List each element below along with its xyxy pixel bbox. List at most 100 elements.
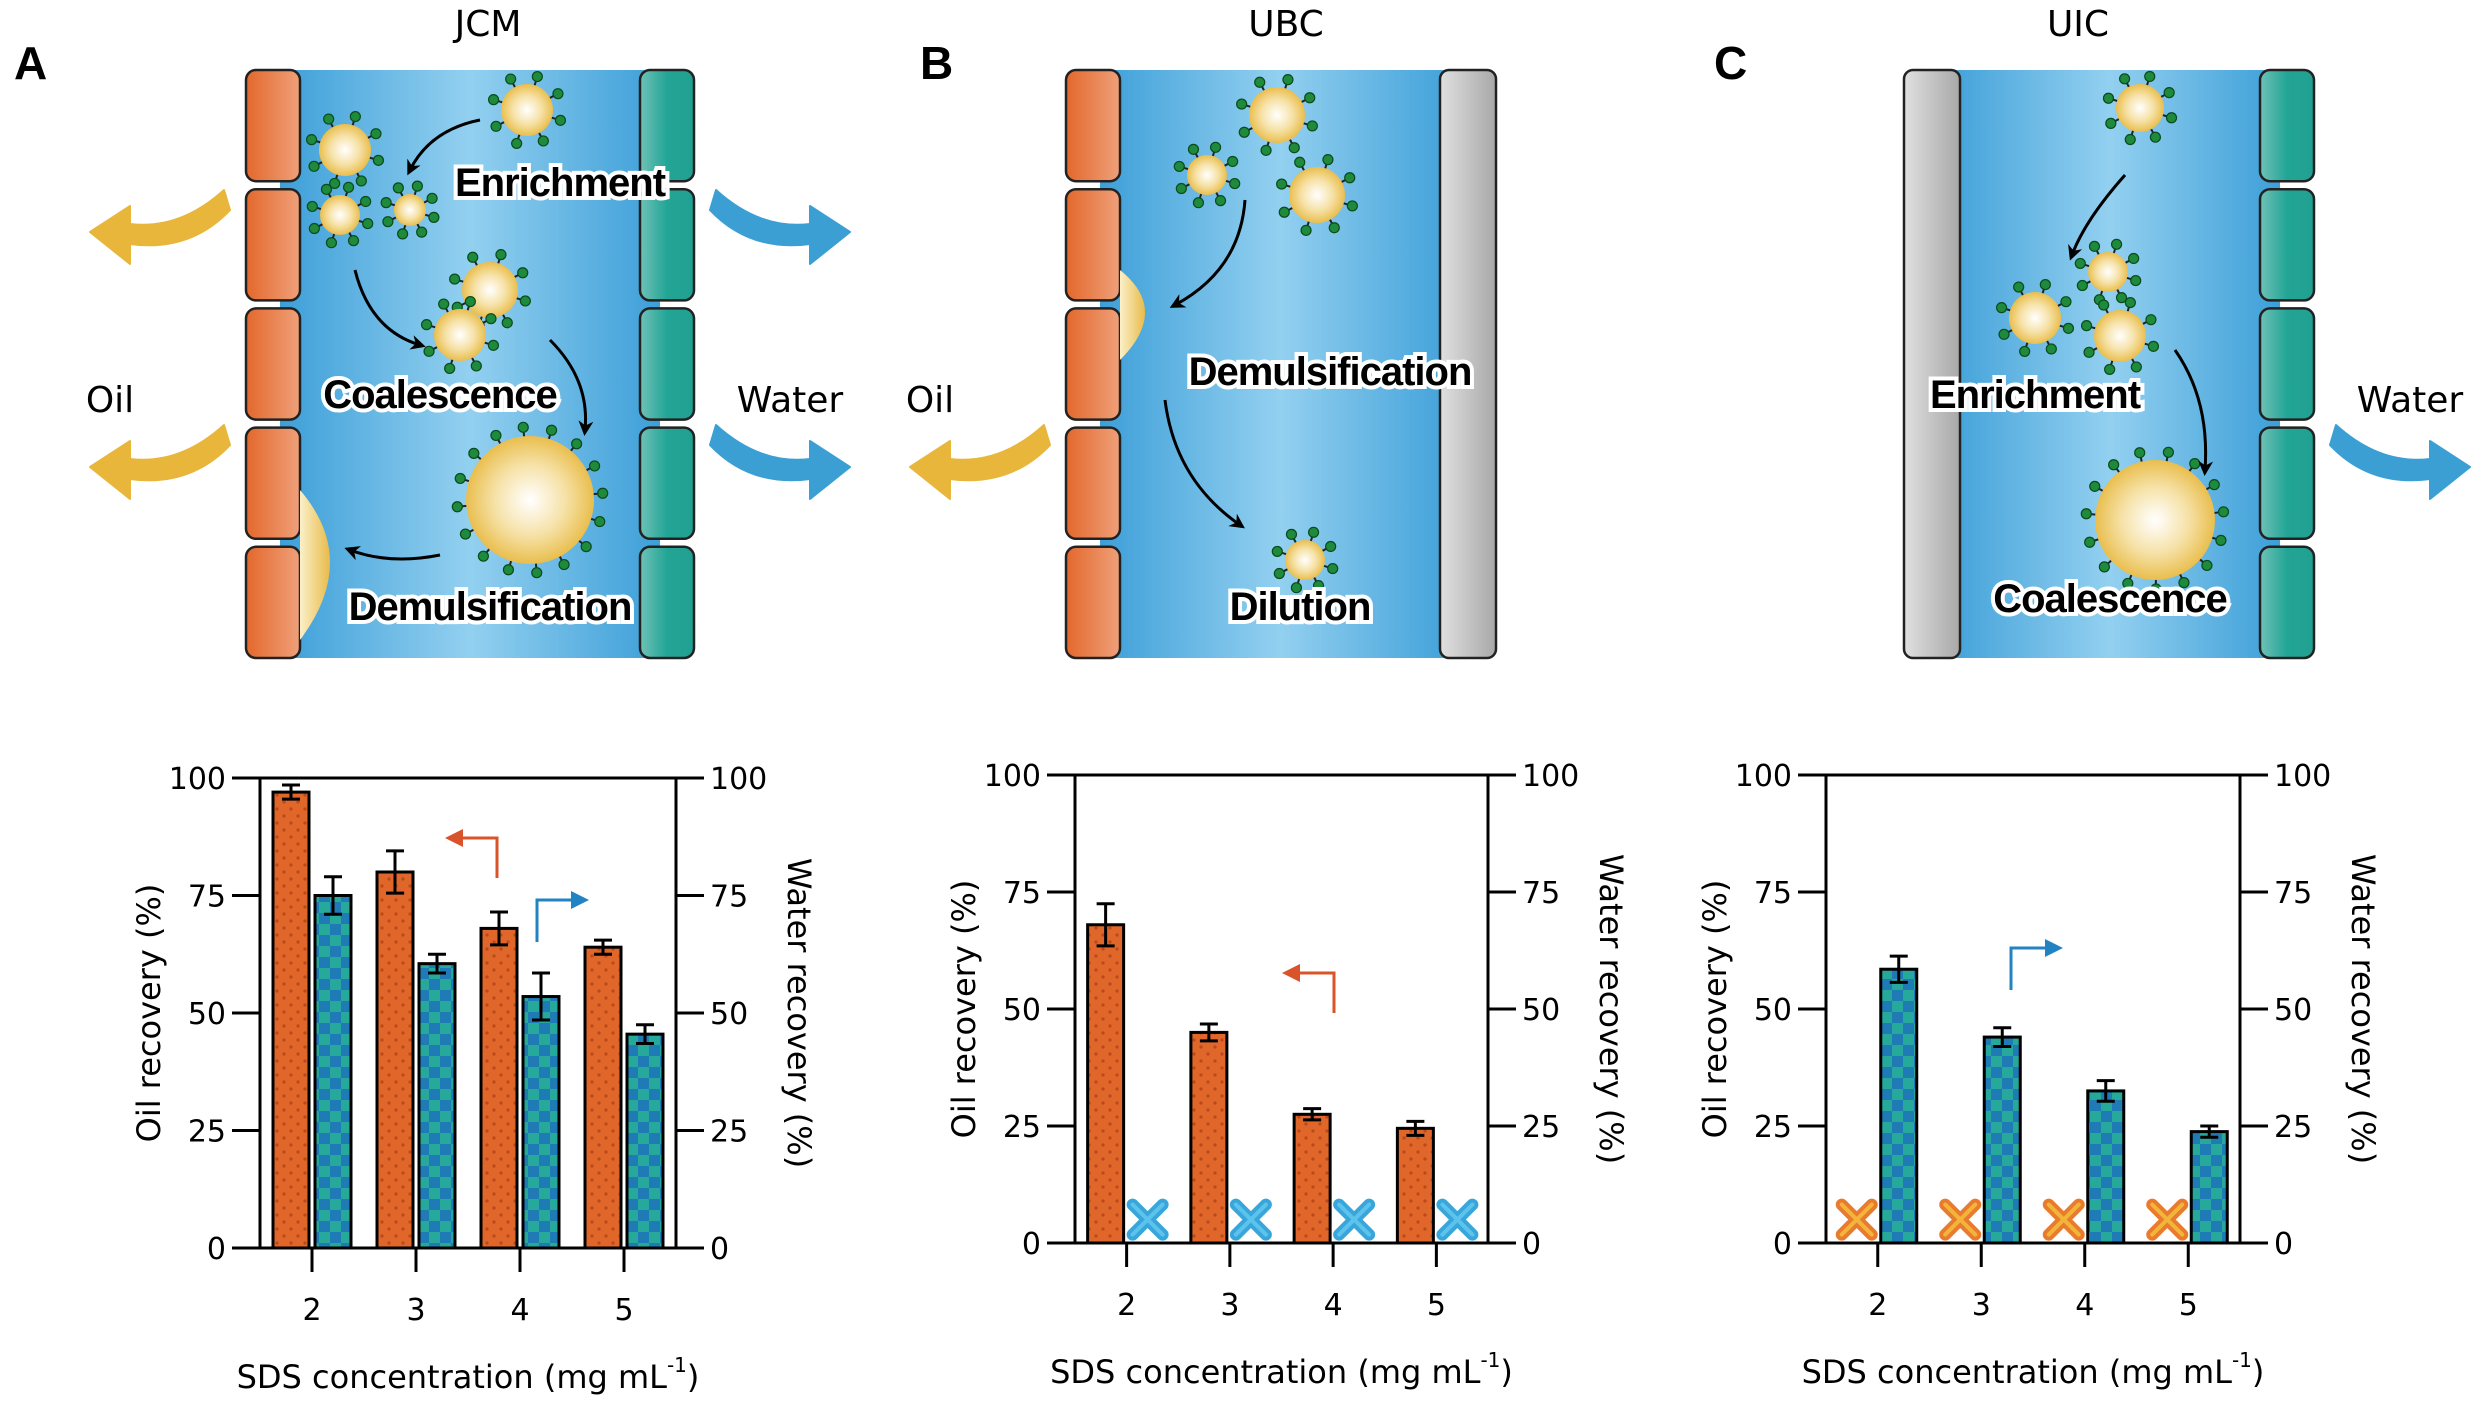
panel-title-jcm: JCM: [454, 4, 522, 45]
right-tick-label: 25: [1522, 1110, 1560, 1145]
surfactant-icon: [2124, 133, 2136, 146]
surfactant-icon: [571, 438, 583, 450]
surfactant-icon: [342, 181, 355, 193]
surfactant-icon: [1187, 143, 1200, 155]
surfactant-icon: [2201, 559, 2213, 572]
x-axis-title: SDS concentration (mg mL-1): [237, 1353, 700, 1396]
surfactant-icon: [320, 183, 333, 195]
oil-membrane-block: [1064, 545, 1122, 660]
emulsion-droplet: [1995, 278, 2075, 358]
water-axis-arrow-icon: [535, 898, 575, 942]
water-membrane-block: [638, 545, 696, 660]
surfactant-icon: [2080, 508, 2092, 520]
surfactant-icon: [477, 550, 489, 562]
water-recovery-bar: [1879, 967, 1919, 1245]
error-bar: [2096, 1079, 2115, 1103]
right-tick-label: 0: [1522, 1227, 1541, 1262]
emulsion-droplet: [1276, 154, 1358, 236]
surfactant-icon: [2102, 92, 2115, 104]
arrow-coalescence-icon: [353, 269, 426, 350]
left-tick-label: 0: [207, 1232, 226, 1267]
error-bar: [636, 1023, 654, 1046]
surfactant-icon: [468, 447, 480, 459]
emulsion-droplet: [2074, 238, 2142, 306]
surfactant-icon: [323, 113, 335, 125]
oil-axis-arrowhead-icon: [445, 829, 463, 847]
surfactant-icon: [2074, 257, 2086, 270]
y-axis-title: Oil recovery (%): [945, 880, 983, 1139]
y2-axis-title: Water recovery (%): [1592, 854, 1630, 1164]
water-membrane-block: [638, 426, 696, 541]
oil-recovery-bar: [1292, 1112, 1332, 1245]
arrow-coalescence-icon: [2173, 349, 2214, 476]
no-water-marker-icon: [1229, 1198, 1272, 1241]
left-tick-label: 50: [188, 997, 226, 1032]
water-recovery-bar: [417, 962, 457, 1250]
surfactant-icon: [558, 558, 570, 571]
surfactant-icon: [1294, 156, 1306, 168]
x-axis-title: SDS concentration (mg mL-1): [1050, 1348, 1513, 1391]
surfactant-icon: [554, 114, 567, 126]
surfactant-icon: [454, 472, 466, 485]
surfactant-icon: [2150, 583, 2162, 595]
surfactant-icon: [1328, 222, 1340, 234]
right-tick-label: 25: [710, 1115, 748, 1150]
error-bar: [1096, 902, 1115, 948]
oil-recovery-bar: [271, 790, 311, 1250]
surfactant-icon: [1344, 172, 1356, 184]
surfactant-icon: [308, 160, 320, 172]
surfactant-icon: [1322, 154, 1334, 166]
arrow-demulsification-icon: [344, 546, 441, 561]
surfactant-icon: [1260, 144, 1272, 156]
surfactant-icon: [537, 135, 549, 147]
surfactant-icon: [1307, 526, 1320, 538]
surfactant-icon: [1306, 120, 1318, 132]
error-bar: [282, 783, 300, 801]
surfactant-icon: [531, 567, 543, 579]
flow-label-water: Water: [2357, 380, 2464, 421]
surfactant-icon: [416, 226, 428, 238]
coalesced-droplet: [2080, 446, 2230, 595]
no-water-marker-icon: [1333, 1198, 1376, 1241]
surfactant-icon: [1229, 177, 1241, 190]
water-membrane-block: [2258, 187, 2316, 302]
left-tick-label: 75: [188, 880, 226, 915]
surfactant-icon: [2098, 299, 2110, 311]
emulsion-droplet: [2102, 70, 2178, 146]
panel-letter-b: B: [920, 37, 954, 89]
surfactant-icon: [1227, 155, 1239, 168]
surfactant-icon: [517, 267, 529, 279]
surfactant-icon: [2144, 70, 2156, 83]
surfactant-icon: [438, 298, 450, 310]
oil-film: [300, 490, 330, 640]
surfactant-icon: [2128, 252, 2140, 265]
right-tick-label: 50: [1522, 993, 1560, 1028]
surfactant-icon: [517, 421, 529, 433]
process-label-demulsification: Demulsification: [1189, 350, 1472, 394]
surfactant-icon: [1325, 540, 1337, 553]
surfactant-icon: [325, 237, 338, 249]
left-tick-label: 50: [1754, 993, 1792, 1028]
surfactant-icon: [370, 128, 382, 140]
right-tick-label: 100: [710, 762, 767, 797]
oil-membrane-block: [1064, 307, 1122, 421]
surfactant-icon: [1998, 328, 2010, 340]
surfactant-icon: [2062, 322, 2075, 334]
water-membrane-block: [2258, 307, 2316, 421]
surfactant-icon: [420, 319, 433, 331]
surfactant-icon: [2084, 536, 2096, 548]
oil-membrane-block: [244, 187, 302, 302]
emulsion-droplet: [306, 181, 374, 249]
surfactant-icon: [470, 360, 482, 372]
x-tick-label: 4: [2075, 1288, 2094, 1323]
surfactant-icon: [428, 211, 440, 223]
surfactant-icon: [397, 228, 409, 240]
surfactant-icon: [487, 339, 500, 351]
water-recovery-bar: [2086, 1089, 2126, 1245]
surfactant-icon: [2119, 73, 2131, 85]
